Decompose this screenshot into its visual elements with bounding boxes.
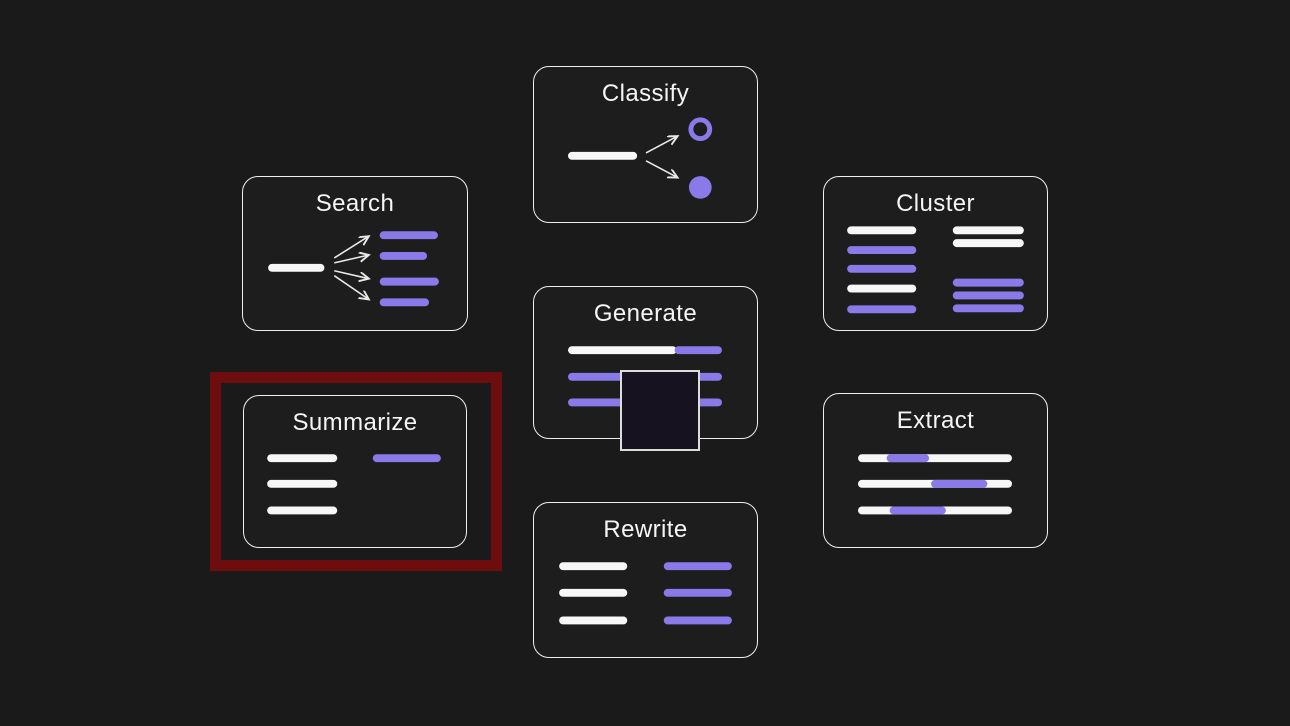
- overlay-square: [620, 370, 700, 451]
- classify-diagram-icon: [568, 117, 713, 199]
- card-classify[interactable]: Classify: [533, 66, 758, 223]
- card-extract-title: Extract: [896, 407, 975, 434]
- card-summarize-title: Summarize: [292, 409, 418, 436]
- highlight-box: [210, 372, 502, 571]
- card-search-title: Search: [315, 190, 395, 217]
- search-diagram-icon: [268, 231, 439, 307]
- extract-diagram-icon: [858, 454, 1012, 515]
- cluster-diagram-icon: [847, 226, 1024, 314]
- rewrite-diagram-icon: [559, 562, 732, 625]
- card-extract[interactable]: Extract: [823, 393, 1048, 548]
- card-classify-title: Classify: [601, 80, 690, 107]
- card-summarize[interactable]: Summarize: [243, 395, 467, 548]
- card-generate-title: Generate: [593, 300, 698, 327]
- card-cluster-title: Cluster: [896, 190, 975, 217]
- card-rewrite[interactable]: Rewrite: [533, 502, 758, 658]
- card-search[interactable]: Search: [242, 176, 468, 331]
- card-cluster[interactable]: Cluster: [823, 176, 1048, 331]
- card-rewrite-title: Rewrite: [603, 516, 688, 543]
- summarize-diagram-icon: [267, 454, 441, 515]
